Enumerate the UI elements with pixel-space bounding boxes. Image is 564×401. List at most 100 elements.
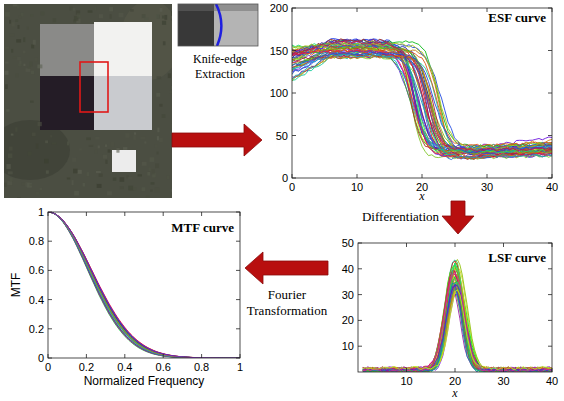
tick-label: 0	[38, 352, 44, 364]
data-curve	[292, 47, 552, 158]
lsf-chart: LSF curve	[328, 234, 560, 401]
tick-mark	[358, 243, 362, 244]
data-curve	[292, 54, 552, 158]
texture-dot	[16, 39, 21, 42]
texture-dot	[95, 137, 99, 140]
texture-dot	[5, 12, 10, 17]
texture-dot	[171, 11, 172, 16]
data-curve	[363, 267, 552, 371]
data-curve	[48, 212, 240, 358]
texture-dot	[128, 177, 133, 180]
tick-mark	[358, 346, 362, 347]
knife-edge-inset	[178, 4, 258, 46]
tick-mark	[358, 294, 362, 295]
texture-dot	[15, 127, 17, 131]
texture-dot	[97, 184, 102, 188]
tick-mark	[455, 243, 456, 247]
texture-dot	[69, 6, 72, 10]
data-curve	[363, 263, 552, 372]
texture-dot	[103, 155, 107, 159]
texture-dot	[171, 19, 172, 21]
texture-dot	[155, 163, 159, 168]
plots	[48, 8, 552, 374]
data-curve	[363, 273, 552, 371]
texture-dot	[67, 141, 69, 145]
data-curve	[363, 286, 552, 372]
tick-mark	[358, 268, 362, 269]
tick-mark	[240, 354, 241, 358]
texture-dot	[45, 140, 48, 143]
tick-label: 30	[497, 375, 509, 387]
texture-dot	[123, 147, 127, 150]
tick-mark	[48, 299, 52, 300]
data-curve	[363, 290, 552, 370]
tick-label: 30	[342, 289, 354, 301]
tick-mark	[548, 93, 552, 94]
tick-mark	[292, 174, 293, 178]
texture-dot	[164, 15, 167, 20]
tick-mark	[163, 354, 164, 358]
tick-label: 200	[270, 2, 288, 14]
tick-label: 0.4	[29, 294, 44, 306]
texture-dot	[37, 64, 42, 68]
texture-dot	[52, 142, 57, 144]
tick-mark	[548, 50, 552, 51]
data-curve	[363, 281, 552, 372]
tick-label: 0.6	[156, 361, 171, 373]
texture-dot	[33, 40, 36, 45]
data-curve	[48, 212, 240, 358]
texture-dot	[77, 170, 81, 174]
texture-dot	[31, 71, 34, 74]
data-curve	[292, 56, 552, 159]
tick-mark	[548, 178, 552, 179]
texture-dot	[160, 8, 163, 12]
tick-mark	[240, 212, 241, 216]
texture-dot	[157, 76, 162, 79]
tick-mark	[357, 8, 358, 12]
texture-dot	[73, 169, 78, 174]
data-curve	[363, 260, 552, 372]
texture-dot	[72, 158, 76, 162]
tick-label: 20	[449, 375, 461, 387]
texture-dot	[79, 148, 82, 150]
tick-label: 0	[282, 172, 288, 184]
plot-frame	[48, 212, 240, 358]
texture-dot	[146, 196, 149, 198]
texture-dot	[30, 62, 33, 67]
texture-dot	[19, 15, 21, 18]
texture-dot	[144, 141, 146, 143]
texture-dot	[53, 18, 56, 22]
texture-dot	[142, 187, 146, 191]
tick-mark	[455, 368, 456, 372]
texture-dot	[36, 144, 38, 149]
tick-mark	[422, 8, 423, 12]
tick-mark	[48, 354, 49, 358]
texture-dot	[105, 144, 107, 146]
texture-dot	[72, 180, 74, 185]
texture-dot	[73, 19, 76, 22]
data-curve	[363, 286, 552, 370]
data-curve	[48, 212, 240, 358]
tick-label: 50	[342, 237, 354, 249]
data-curve	[48, 212, 240, 358]
texture-dot	[5, 71, 9, 75]
tick-mark	[552, 368, 553, 372]
plot-frame	[358, 243, 552, 372]
tick-label: 10	[342, 340, 354, 352]
data-curve	[363, 277, 552, 372]
texture-dot	[9, 20, 11, 24]
texture-dot	[9, 34, 14, 36]
data-curve	[48, 212, 240, 358]
block-arrow	[172, 124, 262, 156]
texture-dot	[27, 27, 29, 30]
data-curve	[292, 41, 552, 155]
texture-dot	[77, 13, 81, 18]
data-curve	[48, 212, 240, 358]
tick-mark	[124, 212, 125, 216]
texture-dot	[116, 148, 119, 153]
texture-dot	[28, 151, 32, 155]
texture-dot	[155, 187, 159, 192]
tick-label: 1	[237, 361, 243, 373]
texture-dot	[32, 133, 36, 137]
